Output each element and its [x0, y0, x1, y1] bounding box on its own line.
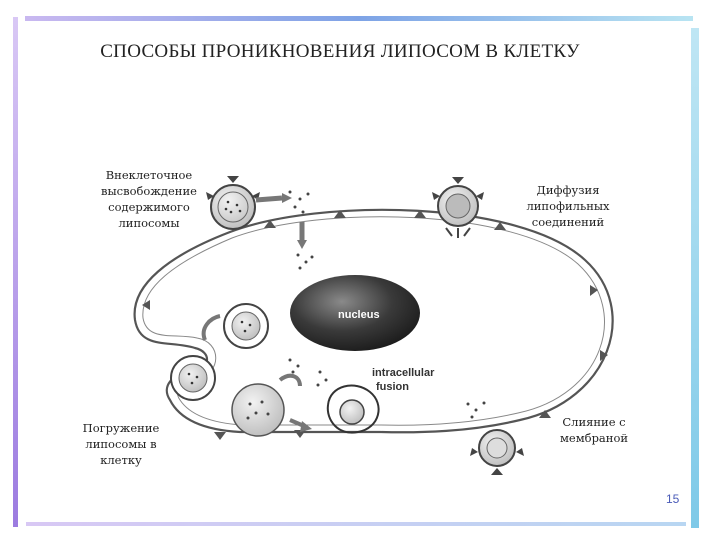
intracellular-fusion	[326, 384, 380, 434]
liposome-release	[206, 176, 260, 230]
liposome-engulfing	[170, 355, 216, 401]
decor-top-bar	[25, 16, 693, 21]
nucleus	[290, 275, 420, 351]
slide-title: СПОСОБЫ ПРОНИКНОВЕНИЯ ЛИПОСОМ В КЛЕТКУ	[100, 41, 580, 62]
fusion-label-1: intracellular	[372, 367, 435, 379]
slide-number: 15	[666, 492, 680, 506]
label-membrane-fusion: Слияние с мембраной	[559, 415, 629, 445]
endosome	[223, 303, 269, 349]
liposome-membrane-fusion	[470, 429, 524, 475]
decor-bottom-bar	[26, 522, 686, 526]
decor-left-bar	[13, 17, 18, 527]
label-lipophilic-diffusion: Диффузия липофильных соединений	[526, 183, 610, 229]
receptor-marks	[142, 210, 608, 440]
released-particles	[288, 190, 314, 270]
arrow-endocytosis	[201, 314, 221, 341]
cell-membrane	[133, 208, 614, 434]
label-endocytosis: Погружение липосомы в клетку	[82, 421, 160, 467]
nucleus-label: nucleus	[338, 309, 380, 321]
arrow-release-2	[278, 373, 302, 387]
fusion-label-2: fusion	[376, 381, 409, 393]
arrow-release	[255, 195, 283, 203]
lysosome	[231, 383, 285, 437]
liposome-diffusion	[432, 177, 484, 238]
label-extracellular-release: Внеклеточное высвобождение содержимого л…	[101, 168, 197, 230]
decor-right-bar	[691, 28, 699, 528]
